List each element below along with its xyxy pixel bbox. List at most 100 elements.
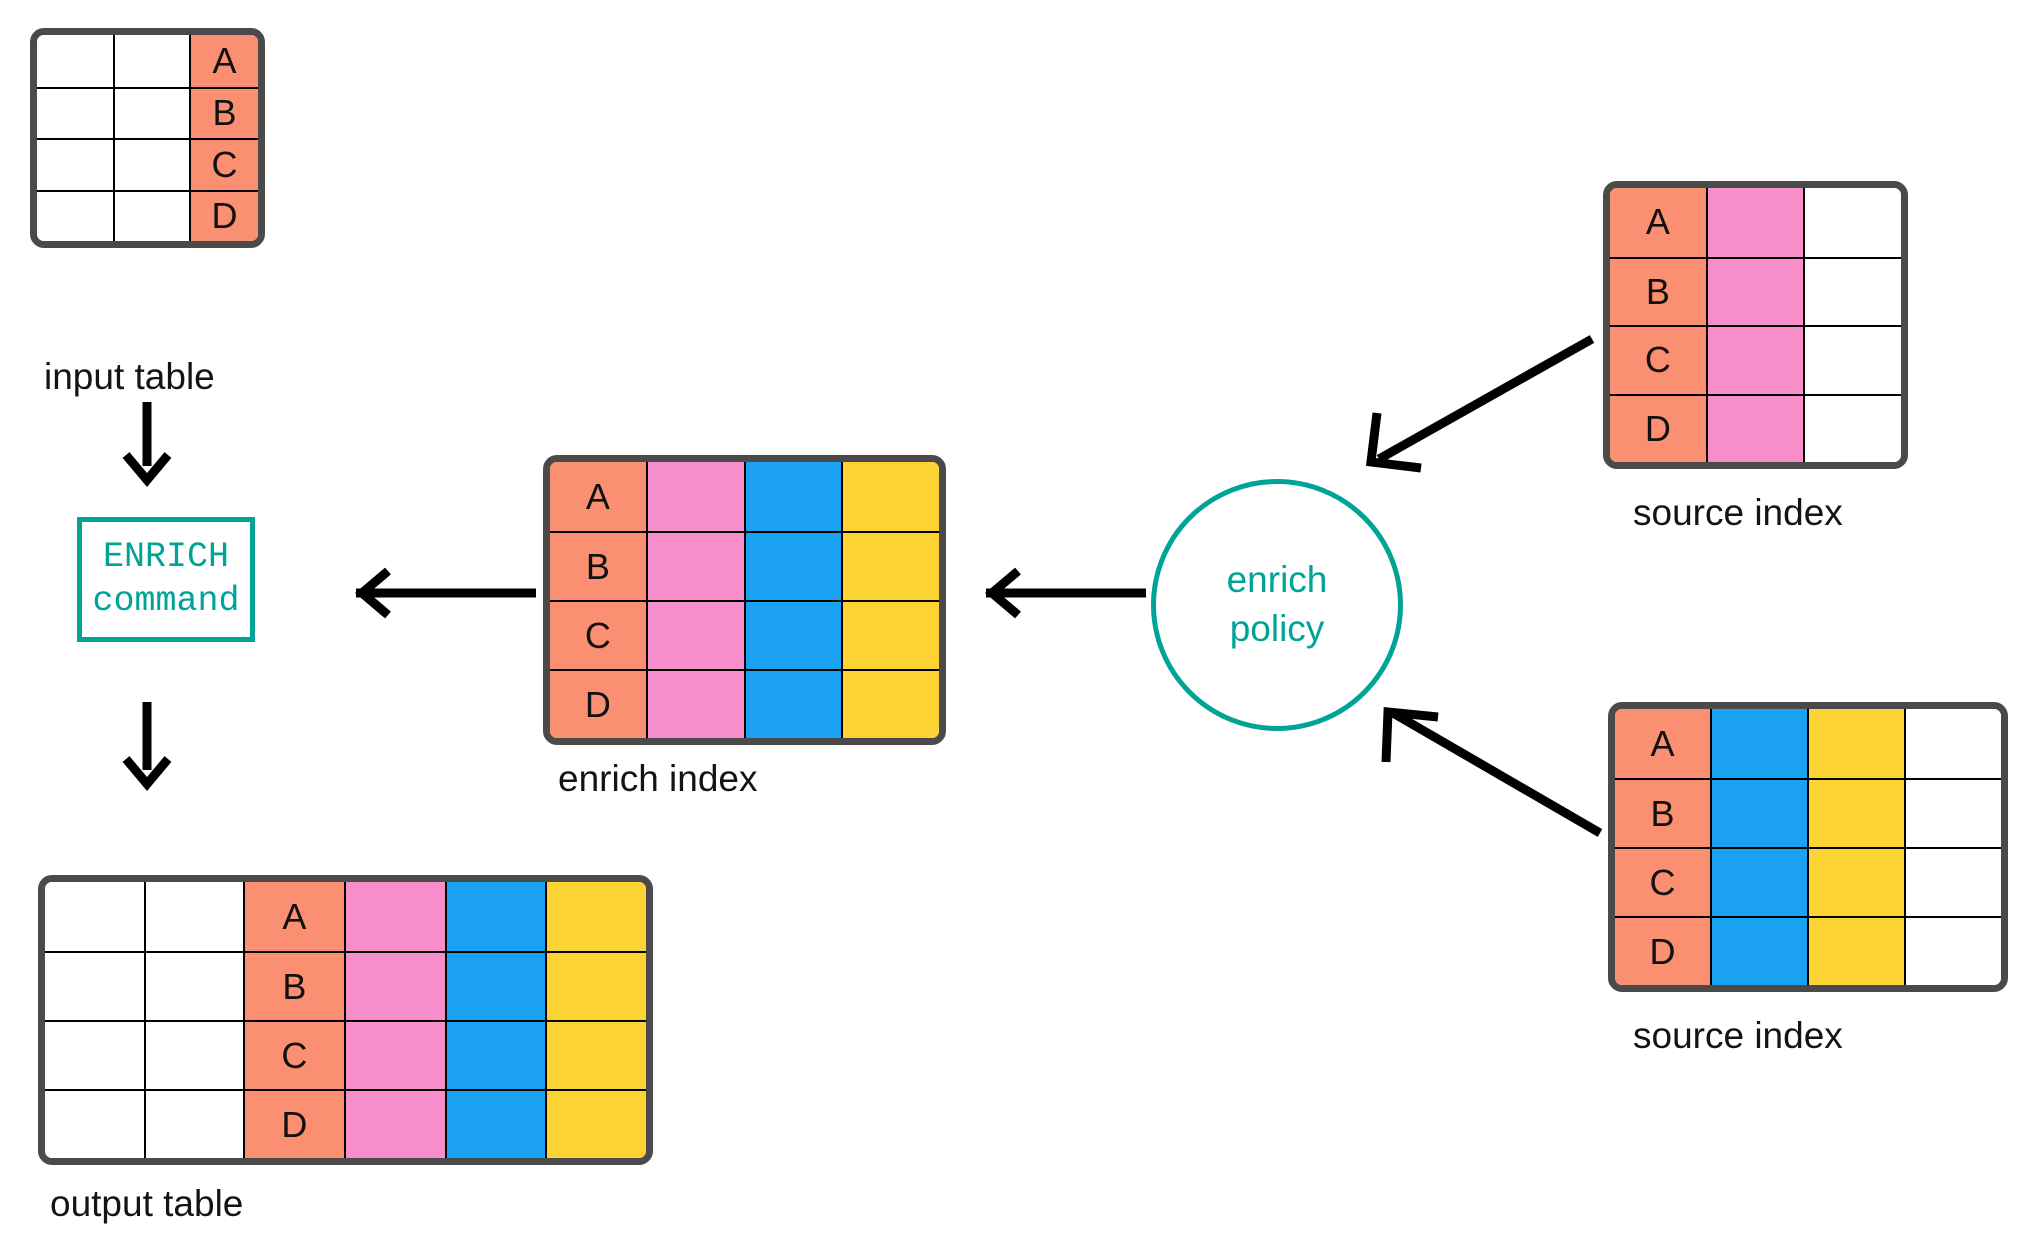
enrich-command-box[interactable]: ENRICH command xyxy=(77,517,255,642)
cell-blank xyxy=(144,1020,243,1089)
table-row: D xyxy=(1615,916,2001,985)
cell-yellow xyxy=(1807,778,1904,847)
cell-blank xyxy=(1904,916,2001,985)
input-table-block: A B C D xyxy=(30,28,265,248)
arrow-source-index-bottom-to-policy xyxy=(1381,707,1603,837)
enrich-index-block: A B C D xyxy=(543,455,946,745)
cell-key: D xyxy=(189,189,258,241)
table-row: B xyxy=(1615,778,2001,847)
table-row: C xyxy=(1610,325,1901,394)
cell-blank xyxy=(113,35,189,87)
table-row: C xyxy=(550,600,939,669)
cell-blank xyxy=(1803,393,1901,462)
cell-key: C xyxy=(1610,325,1706,394)
cell-blank xyxy=(113,86,189,138)
cell-key: B xyxy=(550,531,646,600)
table-row: A xyxy=(45,882,646,951)
cell-yellow xyxy=(841,531,939,600)
table-row: D xyxy=(37,189,258,241)
cell-pink xyxy=(1705,393,1804,462)
cell-pink xyxy=(343,1089,445,1158)
cell-yellow xyxy=(841,462,939,531)
cell-yellow xyxy=(841,600,939,669)
cell-yellow xyxy=(841,669,939,738)
cell-key: B xyxy=(243,951,344,1020)
table-row: A xyxy=(1610,188,1901,257)
cell-blank xyxy=(113,189,189,241)
cell-blank xyxy=(45,1020,144,1089)
cell-blue xyxy=(1710,916,1807,985)
enrich-index-caption: enrich index xyxy=(558,758,758,799)
cell-yellow xyxy=(545,951,646,1020)
cell-pink xyxy=(343,1020,445,1089)
table-row: C xyxy=(1615,847,2001,916)
table-row: A xyxy=(37,35,258,87)
enrich-policy-line1: enrich xyxy=(1226,559,1328,601)
output-table-caption: output table xyxy=(50,1183,244,1224)
cell-blue xyxy=(743,531,842,600)
cell-blank xyxy=(1904,847,2001,916)
cell-blank xyxy=(45,882,144,951)
cell-pink xyxy=(645,531,744,600)
cell-blue xyxy=(743,600,842,669)
cell-blank xyxy=(144,882,243,951)
cell-blank xyxy=(37,86,113,138)
cell-blank xyxy=(1904,778,2001,847)
table-row: C xyxy=(45,1020,646,1089)
cell-pink xyxy=(645,669,744,738)
cell-yellow xyxy=(545,1089,646,1158)
table-row: D xyxy=(1610,393,1901,462)
arrow-source-index-top-to-policy xyxy=(1365,335,1595,473)
cell-blank xyxy=(1904,709,2001,778)
cell-blank xyxy=(37,35,113,87)
cell-blue xyxy=(1710,847,1807,916)
arrow-policy-to-enrich-index xyxy=(985,567,1146,619)
enrich-policy-line2: policy xyxy=(1229,608,1325,649)
cell-blue xyxy=(1710,778,1807,847)
cell-blue xyxy=(444,1089,546,1158)
cell-pink xyxy=(343,951,445,1020)
cell-blank xyxy=(45,951,144,1020)
source-index-top-caption: source index xyxy=(1633,492,1843,533)
cell-pink xyxy=(343,882,445,951)
table-row: D xyxy=(550,669,939,738)
cell-key: D xyxy=(1615,916,1710,985)
cell-blank xyxy=(1803,325,1901,394)
source-index-top-table: A B C D xyxy=(1603,181,1908,469)
cell-key: B xyxy=(1610,256,1706,325)
output-table-block: A B C D xyxy=(38,875,653,1165)
cell-blue xyxy=(444,951,546,1020)
cell-blank xyxy=(144,1089,243,1158)
cell-blue xyxy=(743,462,842,531)
input-table-caption: input table xyxy=(44,356,215,397)
table-row: D xyxy=(45,1089,646,1158)
enrich-index-table: A B C D xyxy=(543,455,946,745)
cell-key: D xyxy=(243,1089,344,1158)
cell-blank xyxy=(45,1089,144,1158)
cell-key: D xyxy=(550,669,646,738)
cell-blank xyxy=(1803,256,1901,325)
cell-key: C xyxy=(1615,847,1710,916)
enrich-command-line2: command xyxy=(92,580,240,621)
cell-yellow xyxy=(1807,847,1904,916)
cell-blank xyxy=(144,951,243,1020)
source-index-bottom-block: A B C D xyxy=(1608,702,2008,992)
enrich-policy-circle[interactable]: enrich policy xyxy=(1151,479,1403,731)
table-row: B xyxy=(1610,256,1901,325)
cell-key: C xyxy=(550,600,646,669)
table-row: B xyxy=(45,951,646,1020)
table-row: C xyxy=(37,138,258,190)
cell-key: D xyxy=(1610,393,1706,462)
cell-key: A xyxy=(189,35,258,87)
cell-blank xyxy=(1803,188,1901,257)
cell-blank xyxy=(113,138,189,190)
input-table: A B C D xyxy=(30,28,265,248)
enrich-command-line1: ENRICH xyxy=(102,536,230,577)
cell-key: B xyxy=(1615,778,1710,847)
cell-pink xyxy=(1705,256,1804,325)
cell-blue xyxy=(444,882,546,951)
cell-blue xyxy=(1710,709,1807,778)
table-row: B xyxy=(37,86,258,138)
cell-pink xyxy=(1705,188,1804,257)
arrow-enrich-index-to-command xyxy=(355,567,536,619)
